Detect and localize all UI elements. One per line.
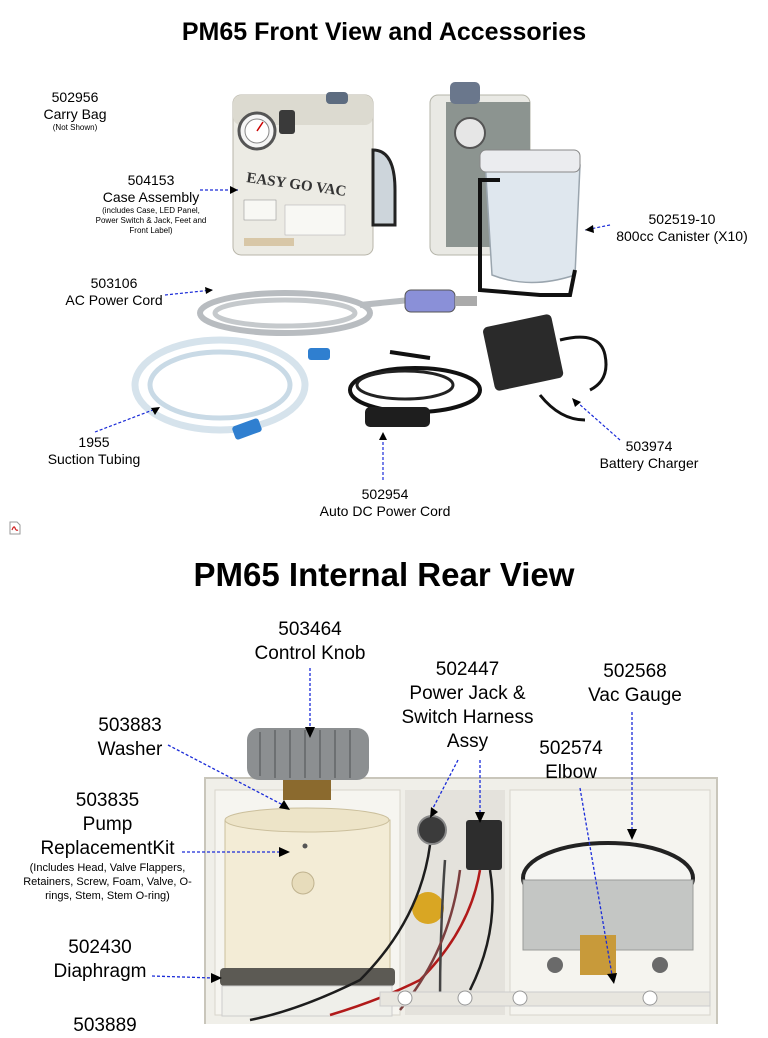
part-number: 502574 — [539, 738, 603, 759]
device-front-image: EASY GO VAC — [232, 92, 397, 256]
label-canister: 502519-10 800cc Canister (X10) — [608, 211, 756, 245]
part-note: (Includes Head, Valve Flappers, Retainer… — [23, 862, 192, 902]
part-name: Vac Gauge — [588, 685, 682, 706]
pdf-file-icon[interactable] — [9, 521, 21, 535]
part-name: Auto DC Power Cord — [319, 503, 451, 519]
part-name: Washer — [97, 739, 163, 760]
rear-view-title: PM65 Internal Rear View — [193, 556, 575, 593]
dc-cord-image — [348, 350, 482, 427]
suction-tubing-image — [131, 336, 330, 440]
part-note: (includes Case, LED Panel, Power Switch … — [95, 206, 207, 235]
label-suction-tubing: 1955 Suction Tubing — [40, 434, 148, 468]
ac-cord-image — [197, 289, 477, 336]
label-case-assembly: 504153 Case Assembly (includes Case, LED… — [92, 172, 210, 236]
label-dc-cord: 502954 Auto DC Power Cord — [310, 486, 460, 520]
part-number: 503889 — [73, 1015, 137, 1036]
front-view-title: PM65 Front View and Accessories — [181, 18, 587, 46]
label-vac-gauge: 502568 Vac Gauge — [570, 660, 700, 708]
label-pump-kit: 503835 Pump ReplacementKit (Includes Hea… — [15, 789, 200, 903]
part-number: 503974 — [625, 438, 673, 454]
label-washer: 503883 Washer — [80, 714, 180, 762]
part-name: Diaphragm — [53, 961, 147, 982]
part-number: 503883 — [98, 715, 162, 736]
part-number: 504153 — [127, 172, 175, 188]
part-name: Carry Bag — [43, 106, 107, 122]
part-number: 502430 — [68, 937, 132, 958]
label-carry-bag: 502956 Carry Bag (Not Shown) — [30, 89, 120, 133]
part-number: 502447 — [435, 659, 500, 680]
label-diaphragm: 502430 Diaphragm — [45, 936, 155, 984]
part-number: 503106 — [90, 275, 138, 291]
part-number: 502956 — [51, 89, 99, 105]
part-number: 502954 — [361, 486, 409, 502]
part-name: Suction Tubing — [47, 451, 141, 467]
part-number: 503835 — [75, 790, 140, 811]
label-battery-charger: 503974 Battery Charger — [590, 438, 708, 472]
label-partial-bottom: 503889 — [60, 1014, 150, 1038]
part-name: Control Knob — [254, 643, 366, 664]
label-power-jack-harness: 502447 Power Jack & Switch Harness Assy — [390, 658, 545, 754]
device-rear-image — [429, 82, 581, 297]
part-number: 503464 — [278, 619, 342, 640]
battery-charger-image — [483, 314, 608, 422]
part-name: AC Power Cord — [65, 292, 163, 308]
part-name: Power Jack & Switch Harness Assy — [401, 683, 534, 752]
part-name: Battery Charger — [599, 455, 699, 471]
label-elbow: 502574 Elbow — [525, 737, 617, 785]
part-name: Case Assembly — [102, 189, 200, 205]
part-number: 502568 — [603, 661, 667, 682]
part-name: 800cc Canister (X10) — [616, 228, 748, 244]
part-name: Pump ReplacementKit — [40, 814, 175, 859]
part-number: 1955 — [78, 434, 110, 450]
part-note: (Not Shown) — [52, 123, 98, 132]
part-number: 502519-10 — [648, 211, 716, 227]
label-ac-cord: 503106 AC Power Cord — [55, 275, 173, 309]
part-name: Elbow — [545, 762, 597, 783]
label-control-knob: 503464 Control Knob — [235, 618, 385, 666]
